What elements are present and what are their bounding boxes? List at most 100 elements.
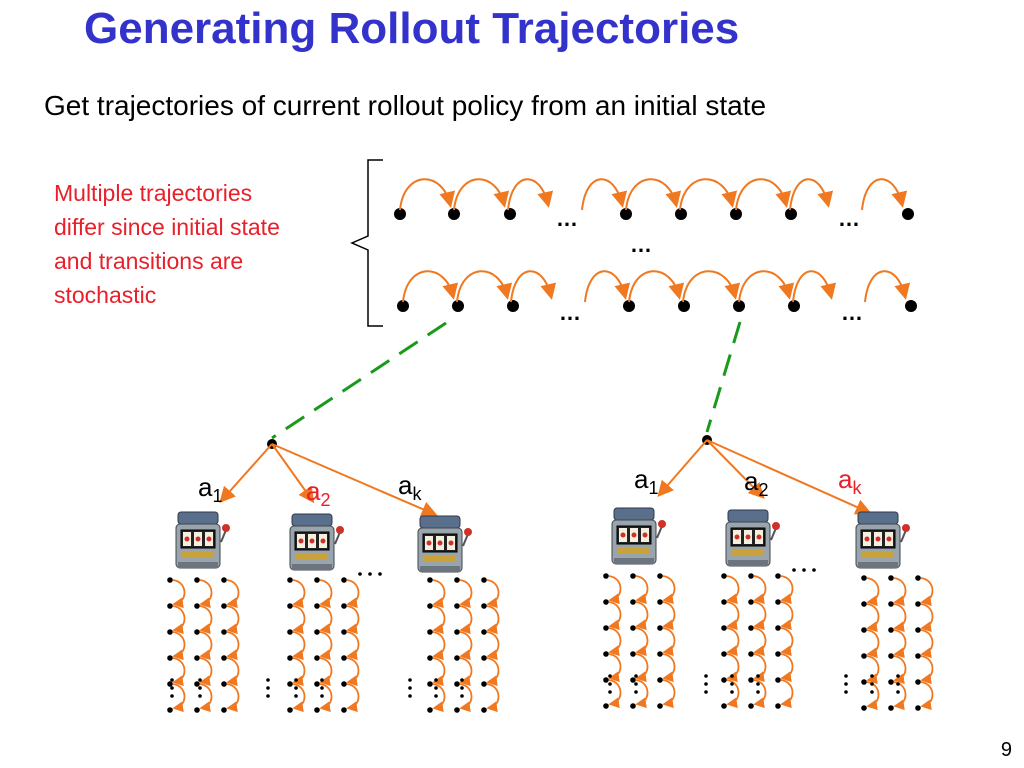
sample-node xyxy=(630,625,636,631)
sample-arrow xyxy=(486,631,500,661)
sample-node xyxy=(194,681,200,687)
action-label: a1 xyxy=(198,472,222,506)
sample-node xyxy=(915,705,921,711)
slot-coin-tray xyxy=(862,552,894,558)
sample-node xyxy=(427,655,433,661)
sample-node xyxy=(630,573,636,579)
transition-arrow xyxy=(861,178,908,211)
transition-arrow xyxy=(735,178,792,211)
sample-node xyxy=(287,681,293,687)
sample-node xyxy=(481,603,487,609)
sample-arrow xyxy=(432,657,446,687)
sample-arrow xyxy=(893,577,907,607)
sample-node xyxy=(748,651,754,657)
ellipsis-dot xyxy=(704,690,708,694)
vertical-ellipsis xyxy=(870,674,874,694)
sample-arrow xyxy=(199,657,213,687)
sample-node xyxy=(748,625,754,631)
action-label-base: a xyxy=(838,464,853,494)
sample-node xyxy=(721,599,727,605)
ellipsis-dot xyxy=(896,674,900,678)
action-label-subscript: 1 xyxy=(212,486,222,506)
sample-arrow xyxy=(459,631,473,661)
vertical-ellipsis xyxy=(756,674,760,694)
sample-arrow xyxy=(780,679,794,709)
action-label-subscript: 1 xyxy=(648,478,658,498)
ellipsis-dot xyxy=(378,572,382,576)
sample-node xyxy=(721,573,727,579)
sample-node xyxy=(603,677,609,683)
vertical-ellipsis xyxy=(198,678,202,698)
transition-arrow xyxy=(581,178,628,211)
transition-arrow xyxy=(402,270,459,303)
sample-arrow xyxy=(753,679,767,709)
trajectory-row: …… xyxy=(397,270,917,325)
sample-arrow xyxy=(292,579,306,609)
sample-arrow xyxy=(292,605,306,635)
slot-machine-base xyxy=(178,562,218,568)
action-label-subscript: 2 xyxy=(320,490,330,510)
sample-node xyxy=(287,629,293,635)
sample-arrow xyxy=(292,683,306,713)
sample-node xyxy=(861,679,867,685)
vertical-ellipsis xyxy=(730,674,734,694)
sample-node xyxy=(748,573,754,579)
sample-arrow xyxy=(199,605,213,635)
ellipsis-dot xyxy=(294,678,298,682)
sample-arrow xyxy=(662,575,676,605)
sample-arrow xyxy=(172,657,186,687)
sample-node xyxy=(888,575,894,581)
sample-arrow xyxy=(199,683,213,713)
sample-node xyxy=(287,655,293,661)
ellipsis-dot xyxy=(198,686,202,690)
slot-lever-knob xyxy=(902,524,910,532)
sample-arrow xyxy=(635,627,649,657)
transition-arrow xyxy=(399,178,456,211)
vertical-ellipsis xyxy=(634,674,638,694)
sample-node xyxy=(314,603,320,609)
sample-node xyxy=(657,703,663,709)
sample-node xyxy=(221,577,227,583)
sample-node xyxy=(481,629,487,635)
sample-node xyxy=(221,707,227,713)
slot-symbol xyxy=(448,540,454,546)
action-label: a2 xyxy=(744,466,768,500)
action-label-base: a xyxy=(634,464,649,494)
transition-arrow xyxy=(625,178,682,211)
sample-node xyxy=(630,599,636,605)
sampled-trajectories xyxy=(427,577,500,713)
sample-node xyxy=(657,599,663,605)
sampled-trajectories xyxy=(721,573,794,709)
sample-node xyxy=(454,577,460,583)
slot-machine-base xyxy=(858,562,898,568)
sample-node xyxy=(341,655,347,661)
sample-arrow xyxy=(726,575,740,605)
sample-node xyxy=(657,677,663,683)
vertical-ellipsis xyxy=(704,674,708,694)
sample-arrow xyxy=(753,627,767,657)
sample-node xyxy=(454,603,460,609)
transition-arrow xyxy=(584,270,631,303)
ellipsis-dot xyxy=(460,694,464,698)
slot-symbol xyxy=(631,532,637,538)
slot-lever xyxy=(656,525,663,539)
sample-arrow xyxy=(635,679,649,709)
sample-arrow xyxy=(608,601,622,631)
ellipsis-dot xyxy=(870,674,874,678)
sample-node xyxy=(603,599,609,605)
sample-node xyxy=(775,703,781,709)
action-edge xyxy=(271,443,315,504)
horizontal-ellipsis xyxy=(358,572,382,576)
sample-arrow xyxy=(608,575,622,605)
ellipsis-dot xyxy=(756,682,760,686)
sample-arrow xyxy=(866,629,880,659)
sample-arrow xyxy=(486,579,500,609)
slot-lever xyxy=(900,529,907,543)
slot-machine-base xyxy=(614,558,654,564)
slot-symbol xyxy=(426,540,432,546)
sample-arrow xyxy=(780,627,794,657)
sample-node xyxy=(341,577,347,583)
sample-arrow xyxy=(893,655,907,685)
ellipsis-dot xyxy=(730,690,734,694)
